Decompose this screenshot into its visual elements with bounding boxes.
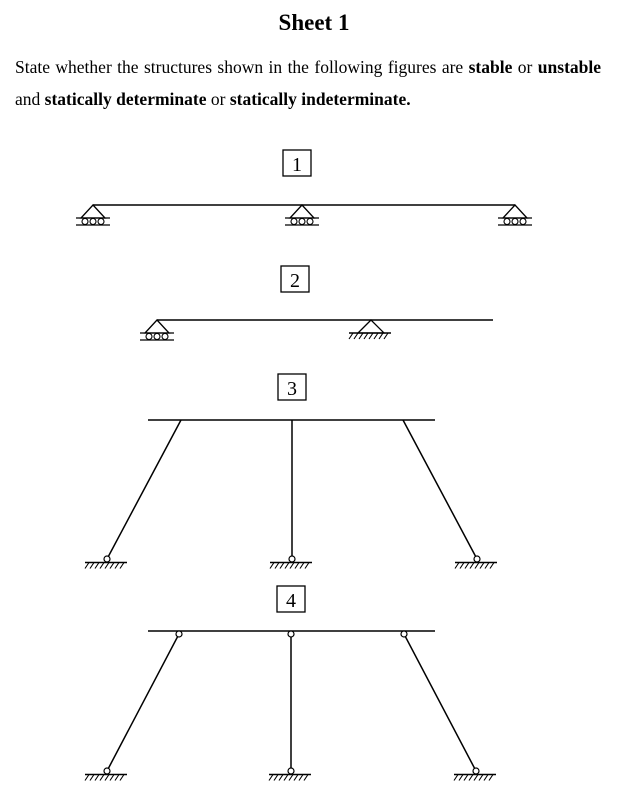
instructions-paragraph: State whether the structures shown in th… [15,51,601,115]
figure-4-pin-base-right [454,768,496,781]
instructions-keyword-indeterminate: statically indeterminate. [229,89,411,109]
figure-3-pin-base-middle [270,556,312,569]
figure-2-label-box [280,265,310,293]
figure-4-leg-right [403,633,477,772]
instructions-keyword-determinate: statically determinate [44,89,207,109]
figure-4-leg-left [106,633,180,772]
figure-3-label-box [277,373,307,401]
instructions-keyword-stable: stable [468,57,513,77]
figure-3-pin-base-left [85,556,127,569]
figure-1-roller-support-right [497,204,533,226]
figure-1-roller-support-middle [284,204,320,226]
figure-4-label-box [276,585,306,613]
figure-4: 4 [85,585,496,781]
instructions-text-3: and [15,89,45,109]
figure-4-label: 4 [286,590,296,612]
figure-4-pin-base-left [85,768,127,781]
figure-3-leg-right [402,419,478,560]
figure-4-hinge-right [400,630,408,638]
figure-1-label: 1 [292,154,302,176]
sheet-title: Sheet 1 [278,10,350,35]
figure-1-roller-support-left [75,204,111,226]
figure-3-label: 3 [287,378,297,400]
figure-2: 2 [139,265,493,341]
figure-3-leg-left [106,419,182,560]
figure-1: 1 [75,149,533,226]
instructions-text-2: or [512,57,538,77]
instructions-keyword-unstable: unstable [537,57,602,77]
figure-2-roller-support [139,319,175,341]
figure-2-pin-support [349,320,391,339]
figure-1-label-box [282,149,312,177]
figure-4-pin-base-middle [269,768,311,781]
figure-4-hinge-middle [287,630,295,638]
figure-2-label: 2 [290,270,300,292]
instructions-text-4: or [206,89,230,109]
instructions-text-1: State whether the structures shown in th… [15,57,469,77]
figure-3: 3 [85,373,497,569]
figure-3-pin-base-right [455,556,497,569]
figure-4-hinge-left [175,630,183,638]
